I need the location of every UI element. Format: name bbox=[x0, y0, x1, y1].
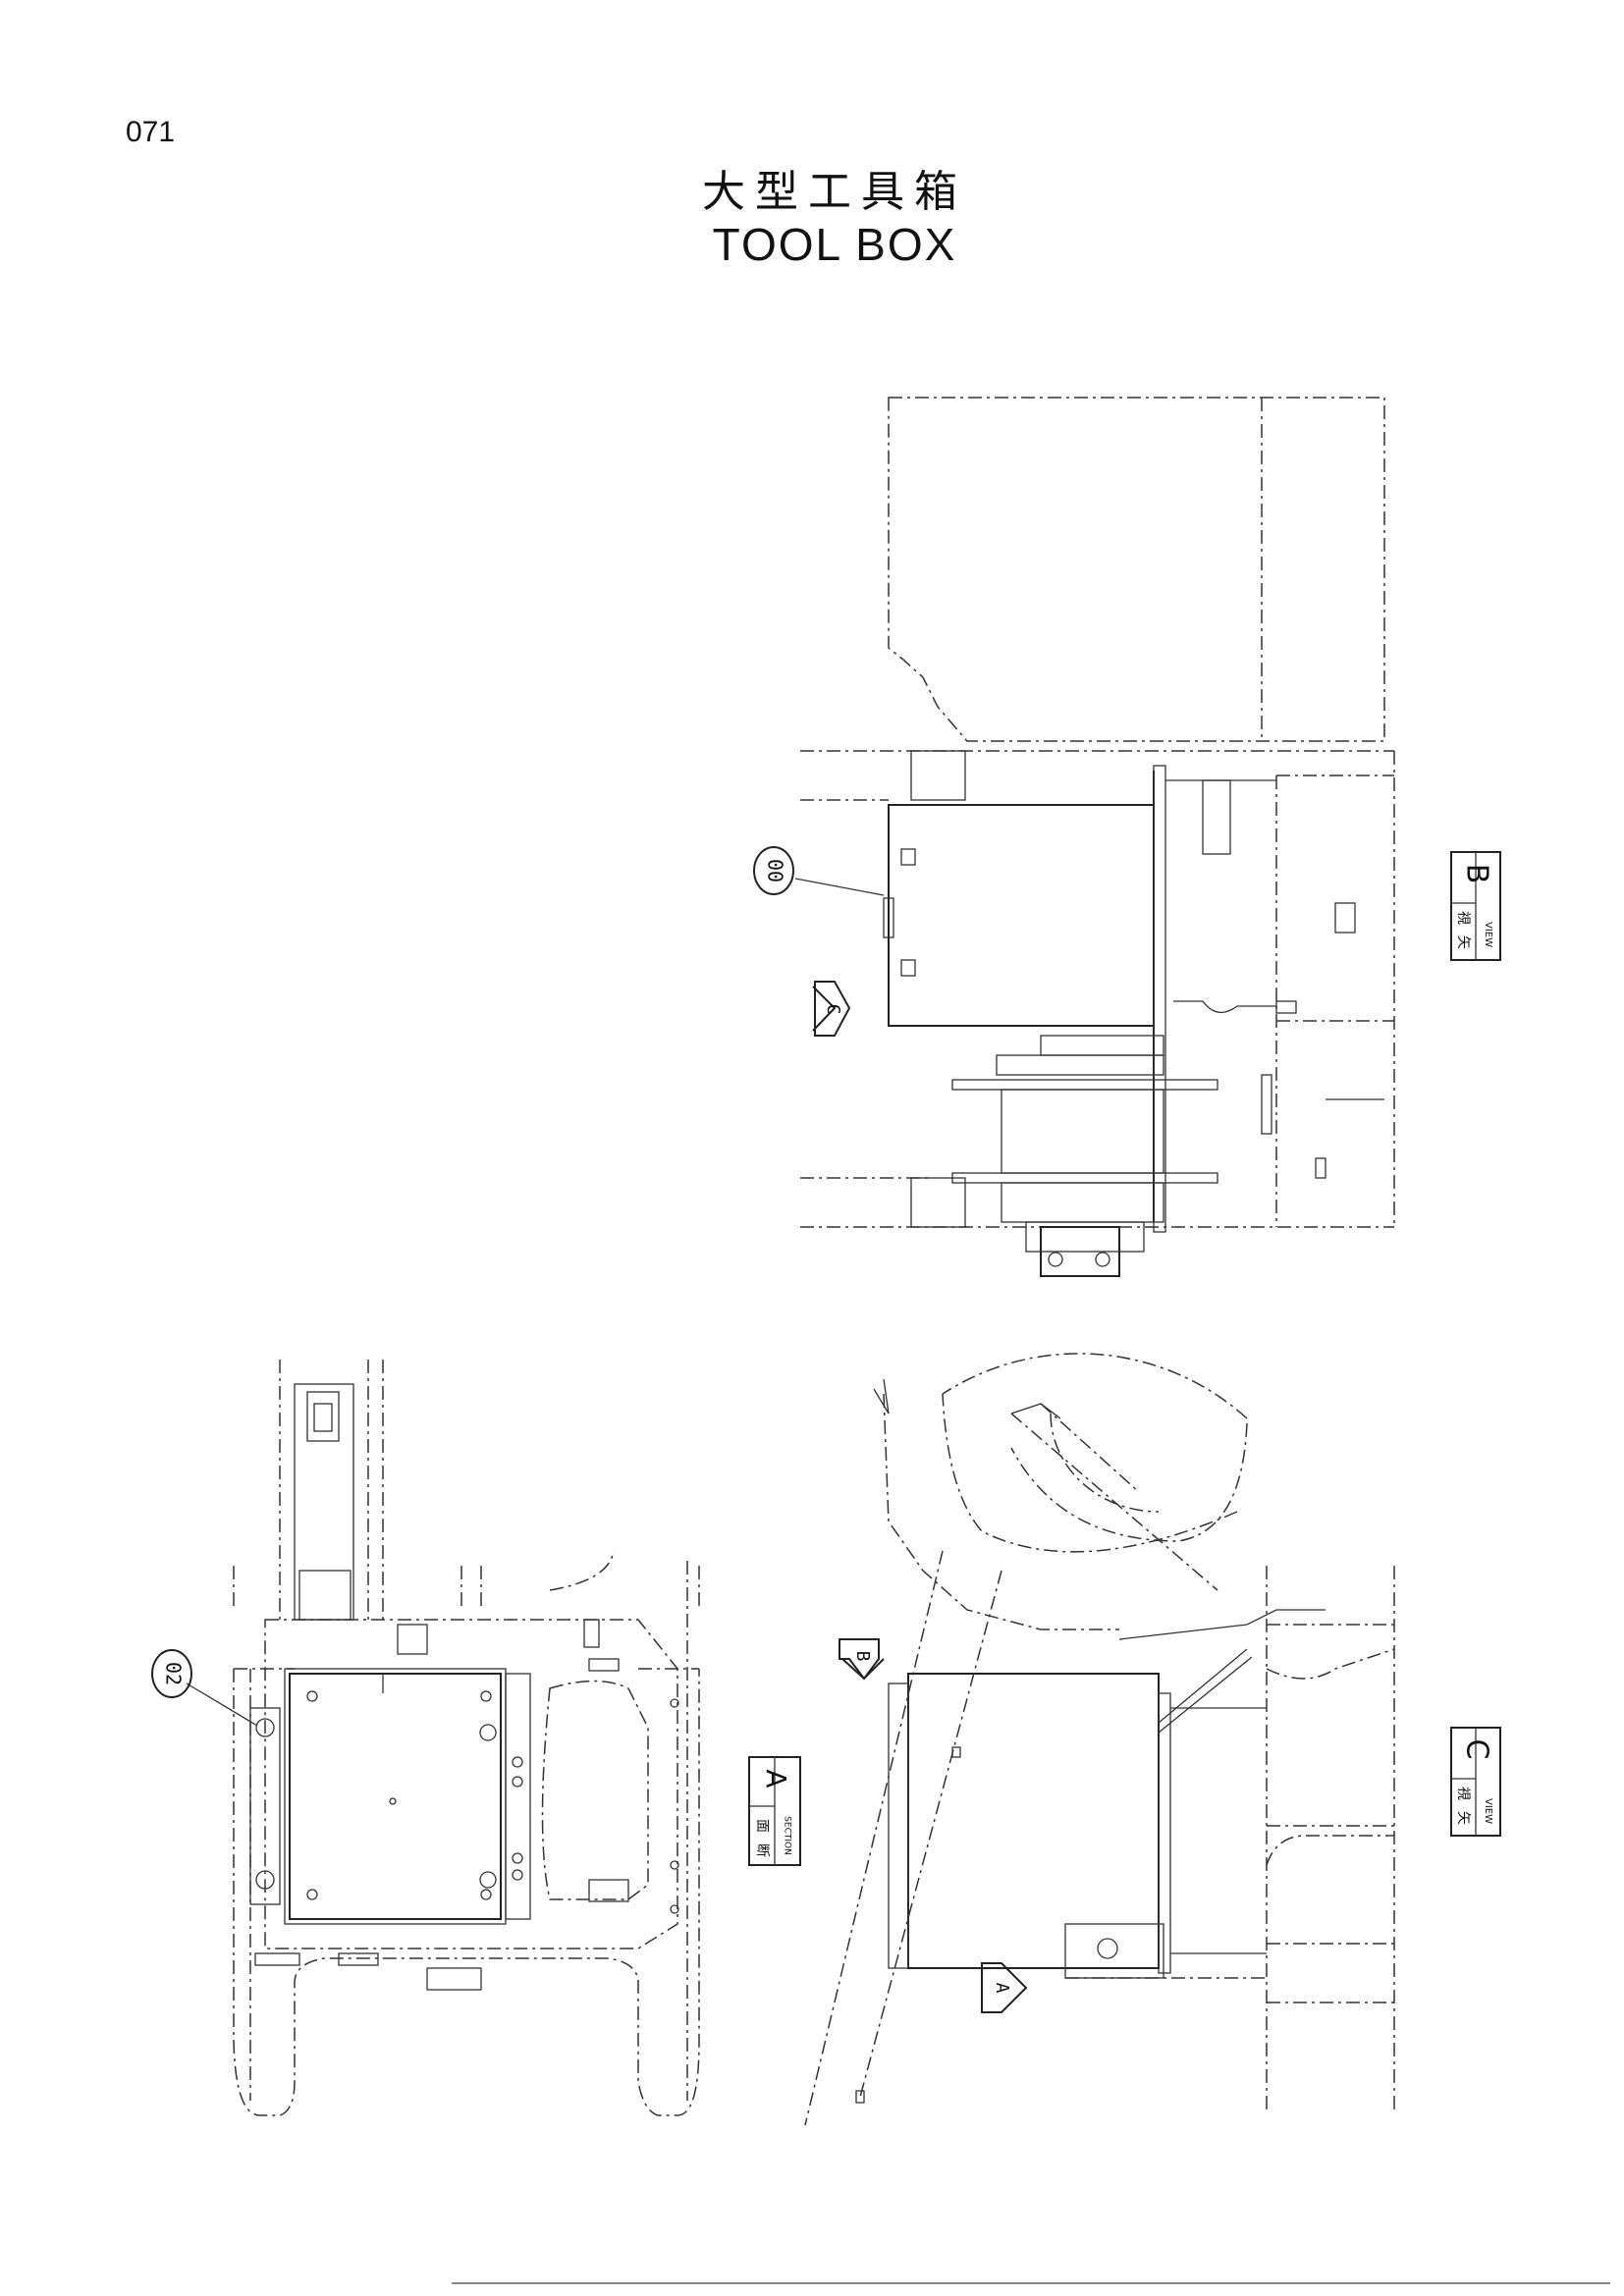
section-a-en: SECTION bbox=[783, 1816, 792, 1855]
view-c-drawing bbox=[804, 1353, 1395, 2126]
view-b-cn1: 矢 bbox=[1455, 935, 1471, 949]
view-c-arrow: C bbox=[812, 981, 851, 1037]
view-b-arrow-letter: B bbox=[852, 1651, 873, 1662]
view-b-label: 矢 視 VIEW B bbox=[1450, 851, 1501, 961]
view-b-en: VIEW bbox=[1483, 922, 1493, 947]
view-b-cn2: 視 bbox=[1455, 911, 1471, 925]
section-a-arrow-letter: A bbox=[992, 1983, 1012, 1994]
section-a-drawing bbox=[233, 1360, 700, 2116]
title-block: 大型工具箱 TOOL BOX bbox=[589, 167, 1080, 271]
view-b-letter: B bbox=[1460, 864, 1494, 884]
section-a-letter: A bbox=[760, 1769, 792, 1788]
callout-02-label: 02 bbox=[162, 1662, 186, 1685]
section-a-cn2: 面 bbox=[754, 1819, 770, 1833]
callout-00-label: 00 bbox=[764, 859, 787, 882]
section-a-label: 断 面 SECTION A bbox=[748, 1756, 801, 1866]
callout-00: 00 bbox=[753, 846, 885, 896]
title-chinese: 大型工具箱 bbox=[702, 167, 967, 217]
callout-02: 02 bbox=[151, 1649, 258, 1727]
title-english: TOOL BOX bbox=[712, 218, 957, 270]
view-c-letter: C bbox=[1460, 1739, 1494, 1760]
view-c-en: VIEW bbox=[1483, 1798, 1493, 1824]
view-c-cn1: 矢 bbox=[1455, 1811, 1471, 1825]
view-c-arrow-letter: C bbox=[823, 1004, 843, 1015]
view-c-cn2: 視 bbox=[1455, 1787, 1471, 1800]
section-a-cn1: 断 bbox=[754, 1843, 770, 1857]
view-c-label: 矢 視 VIEW C bbox=[1450, 1727, 1501, 1837]
view-b-arrow: B bbox=[839, 1638, 885, 1681]
section-a-arrow: A bbox=[981, 1962, 1028, 2013]
view-b-drawing bbox=[800, 397, 1395, 1277]
page-number: 071 bbox=[126, 116, 176, 148]
